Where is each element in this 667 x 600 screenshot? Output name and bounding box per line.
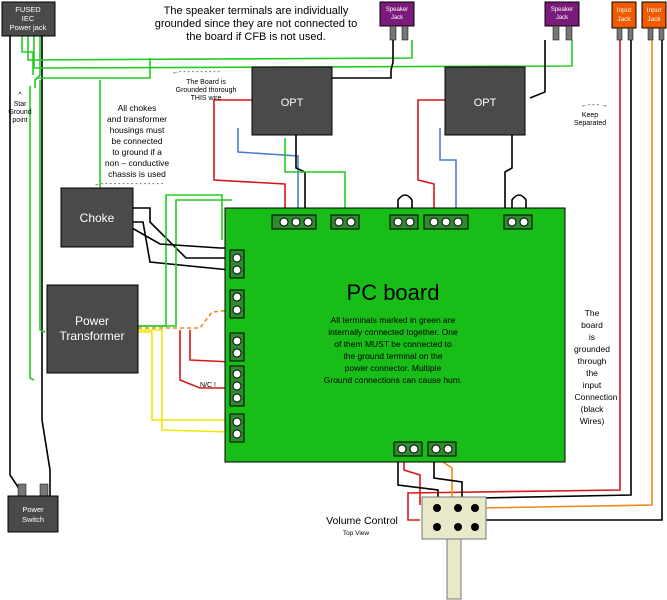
title-note-line: the board if CFB is not used.: [186, 31, 325, 43]
right-note-line: Wires): [580, 416, 605, 426]
power-transformer: Power Transformer: [46, 284, 139, 374]
terminal-strip: [229, 413, 245, 443]
input-jack-2: Input Jack: [641, 1, 667, 41]
board-note-line: the ground terminal on the: [343, 351, 443, 361]
speaker-jack-2: Speaker Jack: [544, 1, 580, 41]
transformer-label: Transformer: [60, 329, 125, 343]
speaker-jack-1: Speaker Jack: [379, 1, 415, 41]
opt-label: OPT: [281, 97, 304, 109]
right-note-line: Connection: [574, 392, 617, 402]
title-note: The speaker terminals are individually g…: [155, 5, 357, 43]
power-switch-label: Power: [22, 505, 44, 514]
star-line: Star: [14, 101, 28, 108]
volume-control-sub: Top View: [343, 530, 370, 537]
keep-separated-line: Separated: [574, 120, 606, 127]
terminal-strip: [393, 441, 423, 457]
terminal-strip: [271, 214, 317, 230]
pc-board: PC board All terminals marked in green a…: [224, 207, 566, 463]
terminal-strip: [389, 214, 419, 230]
right-note-line: board: [581, 320, 603, 330]
board-grounded-arrow: ←- - - - - - - - - -: [172, 69, 220, 76]
right-note-line: The: [585, 308, 600, 318]
iec-power-jack: FUSED IEC Power jack: [1, 1, 56, 37]
right-note: The board is grounded through the input …: [574, 308, 618, 426]
board-green-note: All terminals marked in green are intern…: [324, 315, 462, 385]
board-grounded-line: THIS wire: [191, 95, 222, 102]
terminal-strip: [229, 365, 245, 407]
keep-separated-line: Keep: [582, 112, 598, 119]
board-note-line: All terminals marked in green are: [331, 315, 456, 325]
right-note-line: the: [586, 368, 598, 378]
opt-label: OPT: [474, 97, 497, 109]
iec-label-line: FUSED: [15, 5, 41, 14]
chokes-note-line: to ground if a: [112, 147, 162, 157]
terminal-strip: [427, 441, 457, 457]
star-ground-note: ^ Star Ground point: [8, 92, 31, 124]
nc-label: N/C !: [200, 382, 216, 389]
chokes-note: All chokes and transformer housings must…: [94, 103, 169, 188]
terminal-strip: [423, 214, 469, 230]
right-note-line: grounded: [574, 344, 610, 354]
title-note-line: The speaker terminals are individually: [164, 5, 349, 17]
terminal-strip: [229, 289, 245, 319]
choke: Choke: [60, 187, 134, 248]
choke-label: Choke: [80, 211, 115, 225]
board-grounded-note: ←- - - - - - - - - - The Board is Ground…: [172, 69, 236, 102]
volume-control-label: Volume Control: [326, 515, 398, 527]
speaker-jack-label: Jack: [556, 15, 569, 21]
keep-separated-note: ←- - - → Keep Separated: [574, 102, 608, 127]
star-line: point: [12, 117, 27, 124]
power-switch-label: Switch: [22, 515, 44, 524]
board-note-line: internally connected together. One: [328, 327, 458, 337]
speaker-jack-label: Jack: [391, 15, 404, 21]
board-note-line: of them MUST be connected to: [334, 339, 452, 349]
speaker-jack-label: Speaker: [386, 7, 408, 13]
volume-control: Volume Control Top View: [326, 496, 487, 600]
chokes-note-line: be connected: [111, 136, 162, 146]
input-jack-label: Jack: [647, 16, 661, 23]
title-note-line: grounded since they are not connected to: [155, 18, 357, 30]
keep-separated-arrow: ←- - - →: [581, 102, 608, 109]
input-jack-label: Input: [617, 7, 632, 14]
right-note-line: is: [589, 332, 595, 342]
transformer-label: Power: [75, 314, 109, 328]
right-note-line: input: [583, 380, 602, 390]
board-grounded-line: Grounded thorough: [176, 87, 237, 94]
chokes-arrow: ←- - - - - - - - - - - - - - -: [94, 181, 164, 188]
terminal-strip: [229, 332, 245, 362]
star-line: Ground: [8, 109, 31, 116]
terminal-strip: [330, 214, 360, 230]
opt-2: OPT: [444, 66, 526, 136]
right-note-line: through: [578, 356, 607, 366]
input-jack-1: Input Jack: [611, 1, 637, 41]
board-grounded-line: The Board is: [186, 79, 226, 86]
board-note-line: power connector. Multiple: [345, 363, 442, 373]
input-jack-label: Jack: [617, 16, 631, 23]
right-note-line: (black: [581, 404, 604, 414]
chokes-note-line: non – conductive: [105, 158, 170, 168]
board-note-line: Ground connections can cause hum.: [324, 375, 462, 385]
iec-label-line: IEC: [22, 14, 35, 23]
star-caret: ^: [18, 92, 22, 99]
iec-label-line: Power jack: [10, 23, 47, 32]
board-terminals: [229, 214, 533, 457]
terminal-strip: [229, 249, 245, 279]
input-jack-label: Input: [647, 7, 662, 14]
pc-board-label: PC board: [347, 280, 440, 305]
power-switch: Power Switch: [7, 483, 59, 533]
terminal-strip: [503, 214, 533, 230]
chokes-note-line: All chokes: [118, 103, 157, 113]
chokes-note-line: chassis is used: [108, 169, 166, 179]
speaker-jack-label: Speaker: [551, 7, 573, 13]
chokes-note-line: and transformer: [107, 114, 167, 124]
chokes-note-line: housings must: [110, 125, 165, 135]
opt-1: OPT: [251, 66, 333, 136]
